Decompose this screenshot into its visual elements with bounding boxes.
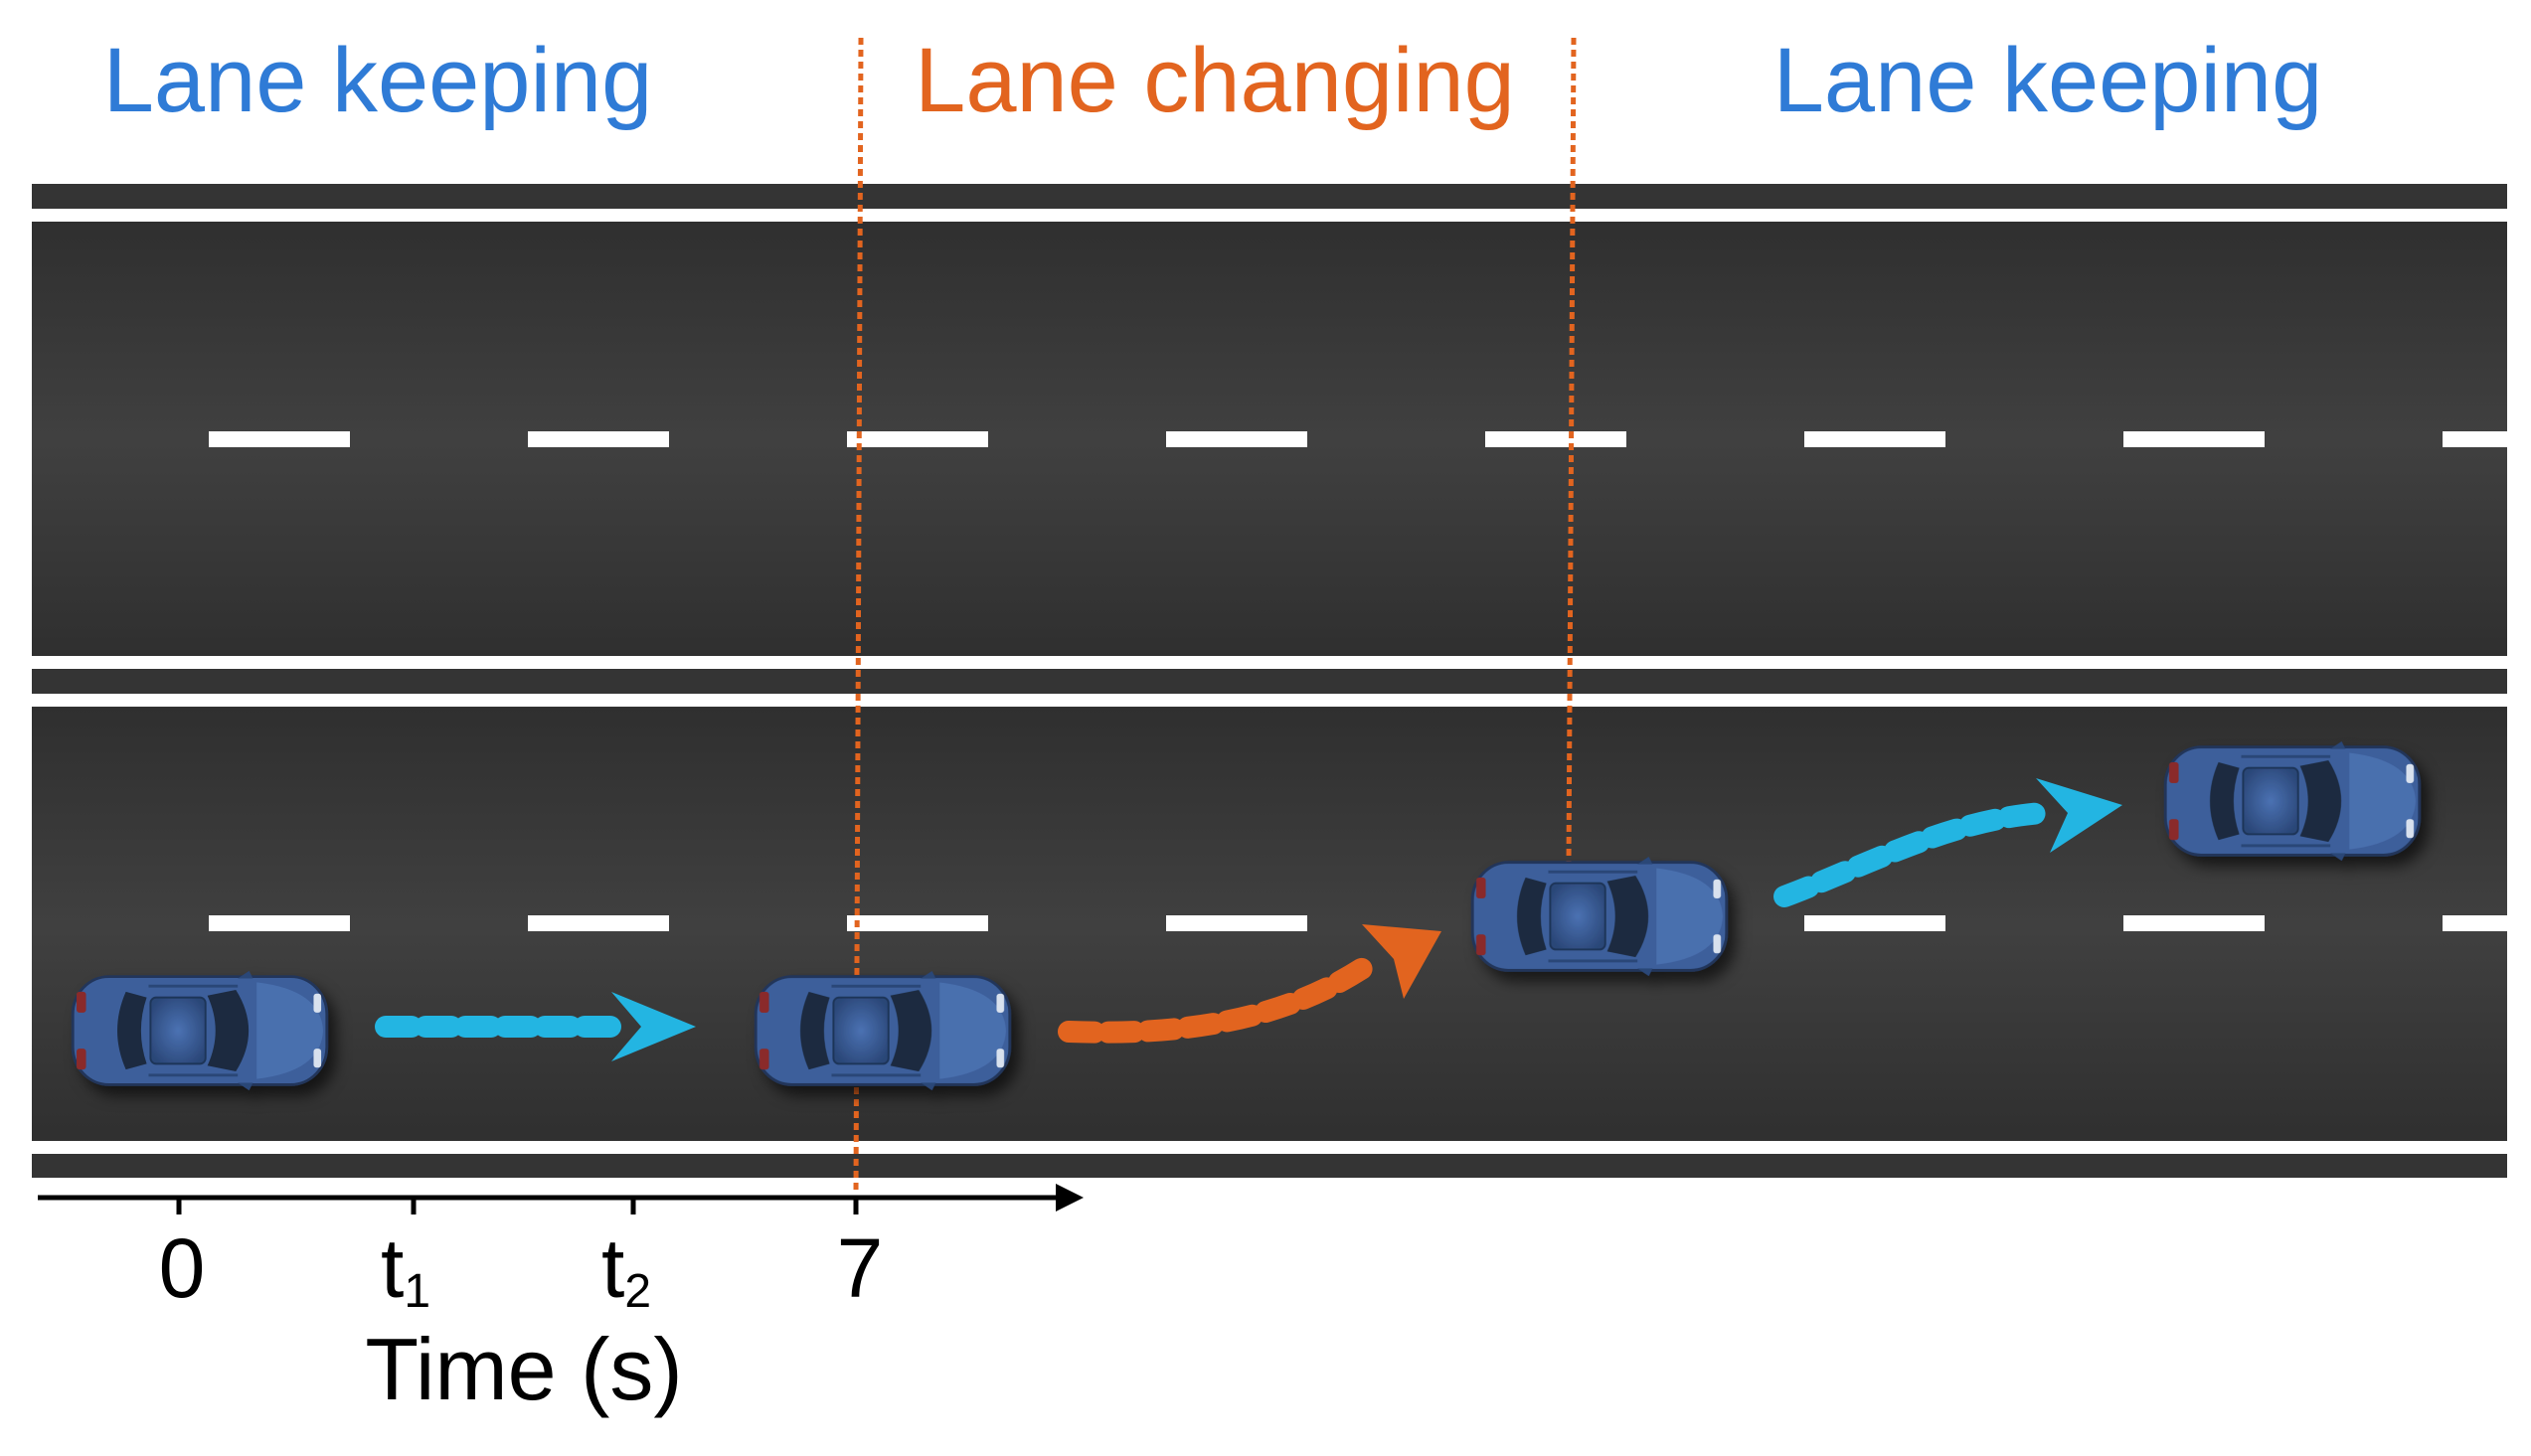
phase-boundary-end bbox=[1566, 37, 1577, 866]
tick-label-t2: t2 bbox=[601, 1221, 651, 1318]
car-top-view-icon bbox=[71, 969, 329, 1092]
lane-divider-upper bbox=[209, 431, 2507, 447]
trajectory-keeping-1 bbox=[375, 992, 696, 1061]
dashed-arrow-icon bbox=[1362, 924, 1441, 999]
trajectory-keeping-2 bbox=[1773, 778, 2122, 907]
car-top-view-icon bbox=[1470, 855, 1729, 978]
car-top-view-icon bbox=[2163, 739, 2422, 863]
dashed-arrow-icon bbox=[611, 992, 696, 1061]
trajectory-changing bbox=[1058, 924, 1441, 1044]
phase-label-lane-keeping-1: Lane keeping bbox=[103, 30, 653, 131]
phase-boundary-start bbox=[853, 37, 864, 1194]
lane-dash bbox=[1804, 431, 1945, 447]
median-line-lower bbox=[32, 694, 2507, 707]
lane-dash bbox=[1166, 431, 1307, 447]
lane-dash bbox=[2123, 431, 2265, 447]
axis-title: Time (s) bbox=[365, 1320, 682, 1418]
car-top-view-icon bbox=[754, 969, 1012, 1092]
lane-dash bbox=[2123, 915, 2265, 931]
dashed-arrow-icon bbox=[2036, 778, 2122, 853]
phase-label-lane-keeping-2: Lane keeping bbox=[1773, 30, 2323, 131]
lane-dash bbox=[2443, 915, 2507, 931]
road-edge-line-top bbox=[32, 209, 2507, 222]
lane-dash bbox=[209, 915, 350, 931]
lane-dash bbox=[528, 915, 669, 931]
median-line-upper bbox=[32, 656, 2507, 669]
lane-dash bbox=[1166, 915, 1307, 931]
lane-dash bbox=[209, 431, 350, 447]
phase-label-lane-changing: Lane changing bbox=[915, 30, 1515, 131]
road bbox=[32, 184, 2507, 1178]
time-axis: 0 t1 t2 7 Time (s) bbox=[38, 1184, 1084, 1418]
road-edge-line-bottom bbox=[32, 1141, 2507, 1154]
lane-dash bbox=[1485, 431, 1626, 447]
lane-dash bbox=[1804, 915, 1945, 931]
lane-dash bbox=[847, 431, 988, 447]
tick-label-7: 7 bbox=[837, 1221, 884, 1315]
lane-dash bbox=[847, 915, 988, 931]
tick-label-0: 0 bbox=[159, 1221, 206, 1315]
tick-label-t1: t1 bbox=[381, 1221, 430, 1318]
lane-dash bbox=[528, 431, 669, 447]
lane-dash bbox=[2443, 431, 2507, 447]
